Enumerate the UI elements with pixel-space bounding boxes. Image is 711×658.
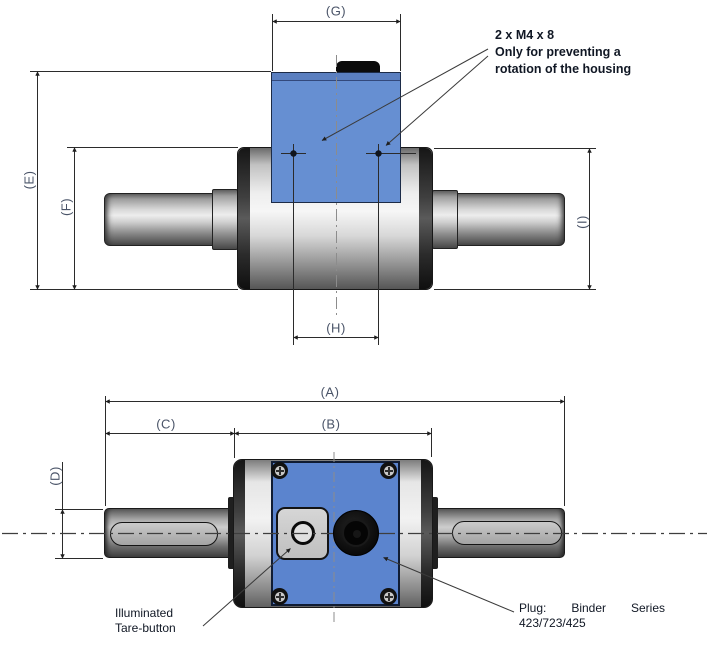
- face-screw-top-right: [380, 462, 397, 479]
- m4-note-line2: Only for preventing a: [495, 45, 621, 59]
- right-shaft-keyway: [452, 521, 562, 545]
- screw-cross-icon: [383, 465, 394, 476]
- dim-label-F: (F): [58, 197, 74, 217]
- top-view-right-end-ring: [419, 148, 432, 289]
- top-view-left-end-ring: [238, 148, 250, 289]
- left-shaft-keyway: [110, 522, 218, 546]
- dim-label-G: (G): [325, 3, 347, 19]
- dim-E-lines: [30, 71, 271, 290]
- plug-note-word3: Series: [630, 601, 665, 615]
- m4-note-line1: 2 x M4 x 8: [495, 28, 555, 42]
- dim-label-D: (D): [47, 466, 63, 486]
- dim-C-B-lines: [105, 428, 432, 458]
- dim-label-E: (E): [21, 170, 37, 190]
- plug-center-pin: [353, 530, 361, 538]
- tare-note-line1: Illuminated: [115, 606, 174, 620]
- dim-label-A: (A): [320, 384, 340, 400]
- housing-box: [271, 72, 401, 203]
- top-view-right-shaft-collar: [432, 190, 458, 249]
- dim-label-I: (I): [574, 215, 590, 229]
- m4-note: 2 x M4 x 8 Only for preventing a rotatio…: [495, 27, 631, 78]
- tare-note-line2: Tare-button: [115, 621, 176, 635]
- plug-note-word2: Binder: [571, 601, 607, 615]
- dim-label-H: (H): [326, 320, 346, 336]
- tare-note: Illuminated Tare-button: [115, 606, 176, 636]
- screw-cross-icon: [274, 465, 285, 476]
- plug-note-line1: Plug: Binder Series: [519, 601, 665, 616]
- plug-note: Plug: Binder Series 423/723/425: [519, 601, 665, 631]
- plug-note-word1: Plug:: [519, 601, 547, 615]
- plug-connector[interactable]: [333, 510, 379, 556]
- face-screw-bottom-left: [271, 588, 288, 605]
- dim-label-B: (B): [321, 416, 341, 432]
- bottom-view-right-end-ring: [421, 460, 432, 607]
- m4-note-line3: rotation of the housing: [495, 62, 632, 76]
- plug-note-line2: 423/723/425: [519, 616, 586, 630]
- housing-box-top-strip: [272, 73, 400, 81]
- screw-cross-icon: [274, 591, 285, 602]
- bottom-view-left-end-ring: [234, 460, 245, 607]
- dim-label-C: (C): [156, 416, 176, 432]
- screw-cross-icon: [383, 591, 394, 602]
- face-screw-bottom-right: [380, 588, 397, 605]
- tare-button[interactable]: [291, 521, 315, 545]
- face-screw-top-left: [271, 462, 288, 479]
- top-view-left-shaft-collar: [212, 189, 238, 250]
